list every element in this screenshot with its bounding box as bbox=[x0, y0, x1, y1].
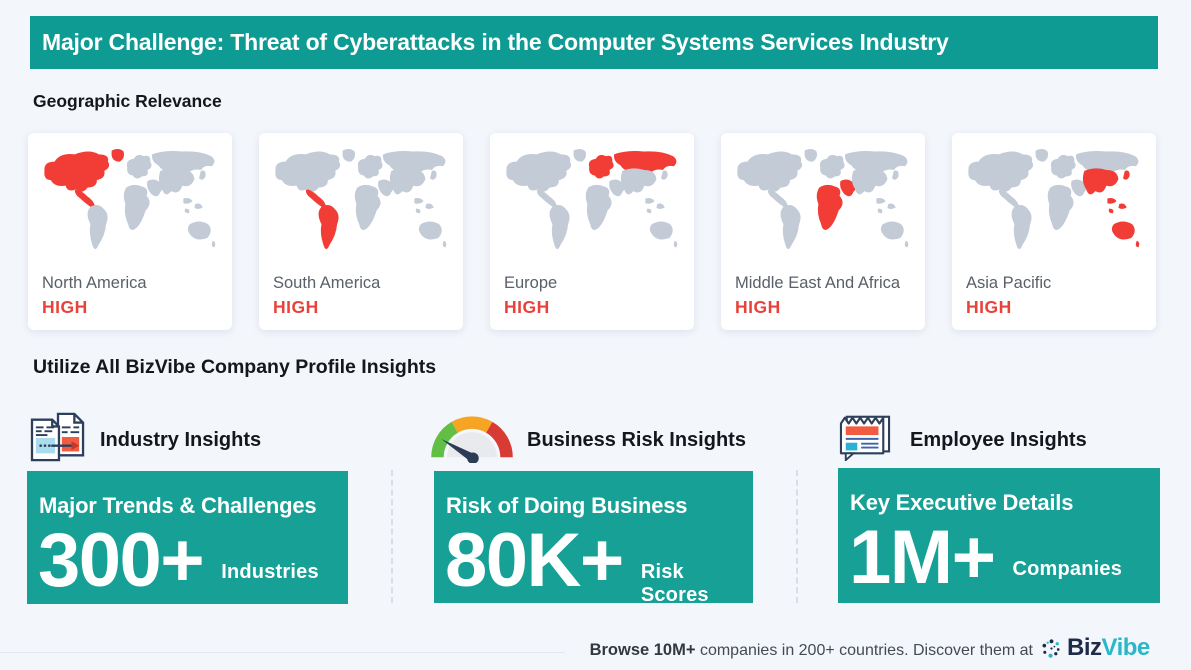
metric-label: Key Executive Details bbox=[850, 490, 1074, 515]
industry-metric-card: Major Trends & Challenges 300+ Industrie… bbox=[27, 471, 348, 604]
metric-value: 1M+ bbox=[849, 515, 996, 600]
metric-value: 80K+ bbox=[445, 518, 624, 603]
region-card-europe: Europe HIGH bbox=[490, 133, 694, 330]
metric-unit: Risk Scores bbox=[640, 561, 709, 603]
world-map-asia-pacific bbox=[968, 149, 1140, 250]
region-card-asia-pacific: Asia Pacific HIGH bbox=[952, 133, 1156, 330]
footer-tagline-rest: companies in 200+ countries. Discover th… bbox=[699, 642, 1033, 659]
footer-tagline: Browse 10M+ companies in 200+ countries.… bbox=[590, 641, 1033, 660]
world-map-middle-east-africa bbox=[737, 149, 909, 250]
employee-newspaper-icon bbox=[839, 415, 891, 461]
region-relevance-level: HIGH bbox=[42, 297, 88, 317]
insight-divider bbox=[391, 470, 393, 603]
insight-divider bbox=[796, 470, 798, 603]
region-name: North America bbox=[42, 274, 147, 292]
metric-value: 300+ bbox=[38, 518, 205, 603]
region-card-south-america: South America HIGH bbox=[259, 133, 463, 330]
logo-text-biz: Biz bbox=[1067, 634, 1102, 661]
region-relevance-level: HIGH bbox=[966, 297, 1012, 317]
insight-title-risk: Business Risk Insights bbox=[527, 429, 746, 451]
region-relevance-level: HIGH bbox=[273, 297, 319, 317]
metric-unit: Industries bbox=[221, 561, 319, 583]
metric-unit: Companies bbox=[1012, 558, 1123, 580]
footer-divider bbox=[0, 652, 565, 653]
footer-browse-count: Browse 10M+ bbox=[589, 641, 696, 659]
world-map-south-america bbox=[275, 149, 447, 250]
region-name: Europe bbox=[504, 274, 558, 292]
world-map-north-america bbox=[44, 149, 216, 250]
region-card-north-america: North America HIGH bbox=[28, 133, 232, 330]
region-name: Middle East And Africa bbox=[735, 274, 901, 292]
risk-metric-card: Risk of Doing Business 80K+ Risk Scores bbox=[434, 471, 753, 603]
employee-metric-card: Key Executive Details 1M+ Companies bbox=[838, 468, 1160, 603]
logo-text-vibe: Vibe bbox=[1101, 634, 1151, 661]
insights-heading: Utilize All BizVibe Company Profile Insi… bbox=[33, 356, 437, 378]
region-card-middle-east-africa: Middle East And Africa HIGH bbox=[721, 133, 925, 330]
metric-label: Risk of Doing Business bbox=[446, 493, 688, 518]
region-relevance-level: HIGH bbox=[735, 297, 781, 317]
bizvibe-logo-icon bbox=[1042, 638, 1060, 658]
risk-gauge-icon bbox=[431, 416, 513, 463]
world-map-europe bbox=[506, 149, 678, 250]
region-name: Asia Pacific bbox=[966, 274, 1052, 292]
region-name: South America bbox=[273, 274, 381, 292]
insight-title-employee: Employee Insights bbox=[910, 429, 1087, 451]
insight-title-industry: Industry Insights bbox=[100, 429, 262, 451]
geographic-relevance-heading: Geographic Relevance bbox=[33, 91, 222, 111]
metric-label: Major Trends & Challenges bbox=[39, 493, 317, 518]
region-relevance-level: HIGH bbox=[504, 297, 550, 317]
page-title: Major Challenge: Threat of Cyberattacks … bbox=[42, 29, 949, 55]
industry-documents-icon bbox=[30, 412, 85, 462]
title-banner: Major Challenge: Threat of Cyberattacks … bbox=[30, 16, 1158, 69]
